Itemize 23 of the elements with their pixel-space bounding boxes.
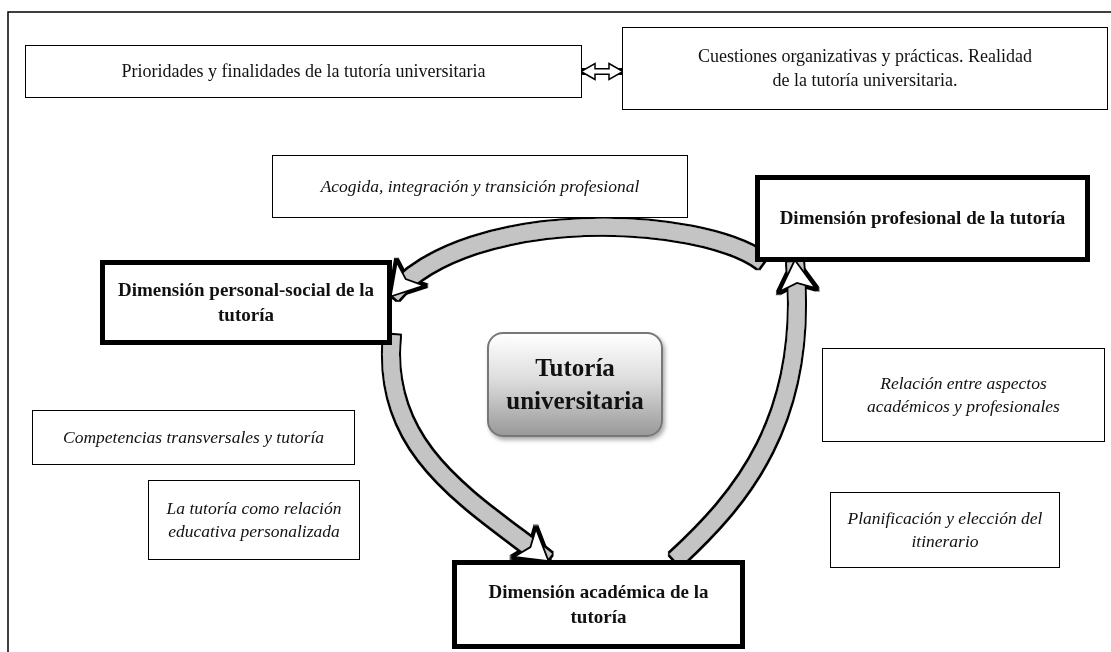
box-text: Prioridades y finalidades de la tutoría universitaria [120, 59, 487, 83]
box-text: La tutoría como relación educativa personalizada [165, 497, 343, 543]
heading-text: Dimensión personal-social de la tutoría [117, 277, 375, 327]
box-text: Competencias transversales y tutoría [62, 426, 325, 449]
box-text: Planificación y elección del itinerario [846, 507, 1044, 553]
box-text: Acogida, integración y transición profesional [319, 175, 641, 198]
central-box [487, 332, 663, 437]
double-arrow [580, 62, 624, 81]
topic-box [148, 480, 360, 560]
topic-box [822, 348, 1105, 442]
heading-text: Dimensión profesional de la tutoría [778, 206, 1067, 231]
heading-text: Dimensión académica de la tutoría [487, 579, 710, 629]
dimension-box [100, 260, 392, 345]
text-box [25, 45, 582, 98]
dimension-box [755, 175, 1090, 262]
text-box [622, 27, 1108, 110]
heading-text: Tutoría universitaria [505, 353, 645, 416]
dimension-box [452, 560, 745, 649]
box-text: Cuestiones organizativas y prácticas. Realidad de la tutoría universitaria. [696, 45, 1034, 92]
topic-box [272, 155, 688, 218]
topic-box [830, 492, 1060, 568]
topic-box [32, 410, 355, 465]
box-text: Relación entre aspectos académicos y profesionales [866, 372, 1061, 418]
